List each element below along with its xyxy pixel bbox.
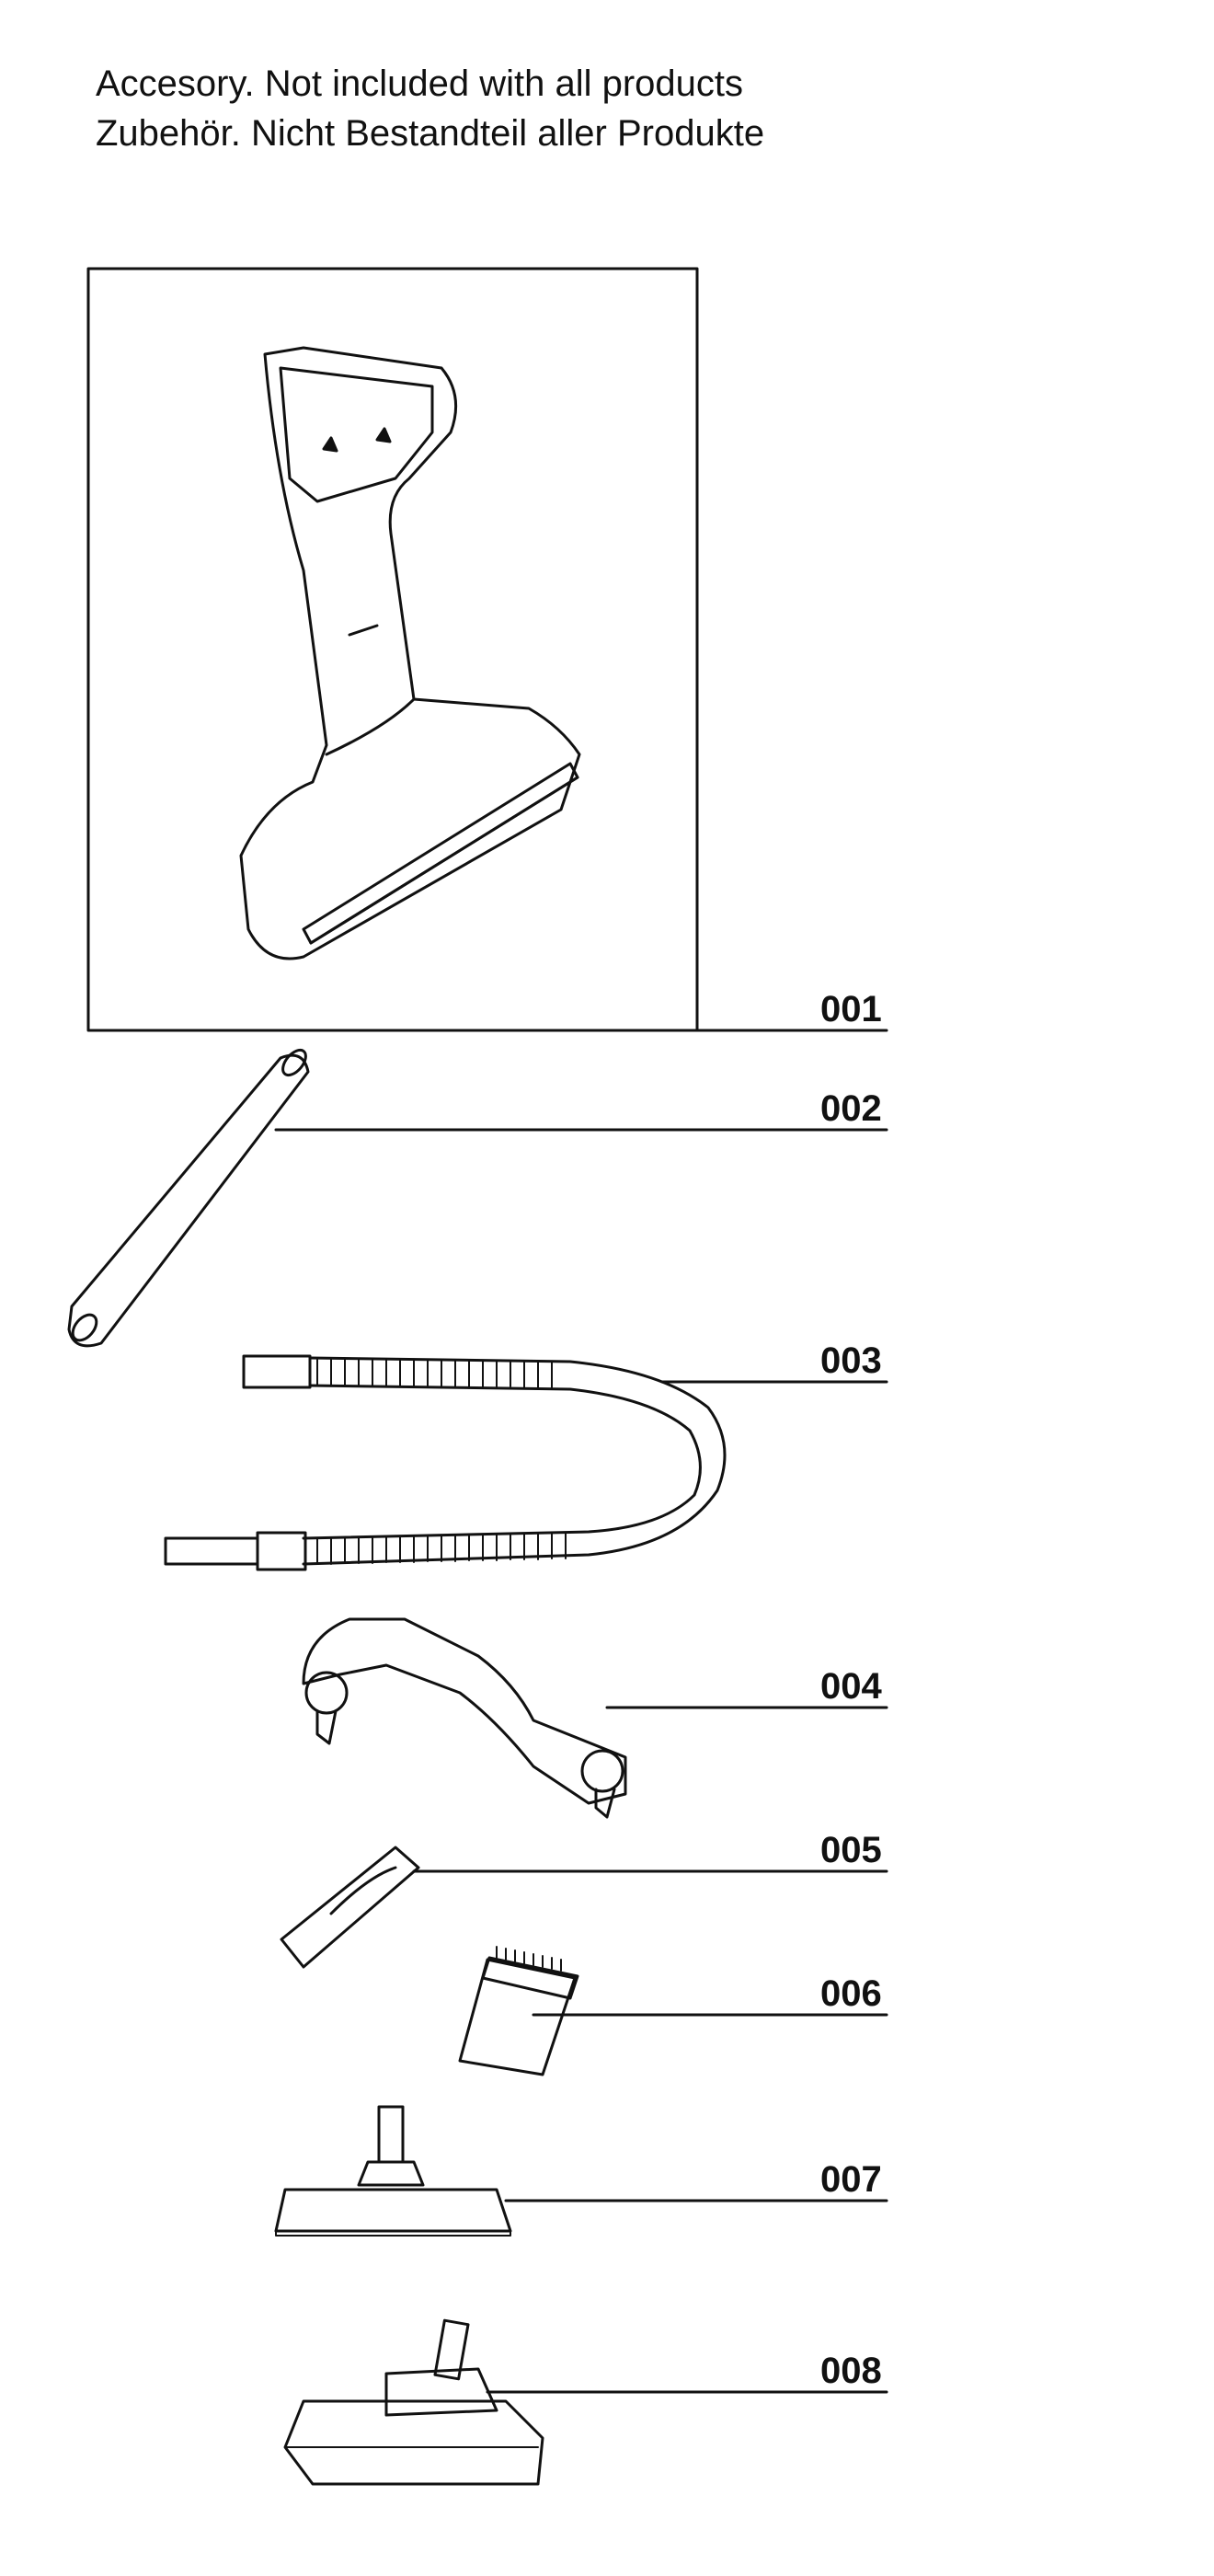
handheld-tool-icon xyxy=(239,346,581,960)
part-number-004: 004 xyxy=(820,1666,882,1707)
part-number-007: 007 xyxy=(820,2159,882,2200)
part-001-frame xyxy=(86,267,699,1032)
dusting-brush-icon xyxy=(458,1946,579,2076)
part-number-008: 008 xyxy=(820,2351,882,2391)
header-line-en: Accesory. Not included with all products xyxy=(96,63,744,104)
hose-icon xyxy=(164,1354,727,1571)
part-number-001: 001 xyxy=(820,989,882,1029)
carry-strap-icon xyxy=(302,1617,627,1819)
part-number-005: 005 xyxy=(820,1830,882,1870)
combination-floor-nozzle-icon xyxy=(283,2318,544,2486)
part-number-003: 003 xyxy=(820,1340,882,1381)
part-number-002: 002 xyxy=(820,1088,882,1129)
floor-nozzle-icon xyxy=(274,2105,512,2237)
extension-tube-icon xyxy=(67,1048,310,1348)
part-number-006: 006 xyxy=(820,1973,882,2014)
header: Accesory. Not included with all products… xyxy=(96,59,764,158)
header-line-de: Zubehör. Nicht Bestandteil aller Produkt… xyxy=(96,113,765,154)
crevice-tool-icon xyxy=(280,1846,420,1969)
